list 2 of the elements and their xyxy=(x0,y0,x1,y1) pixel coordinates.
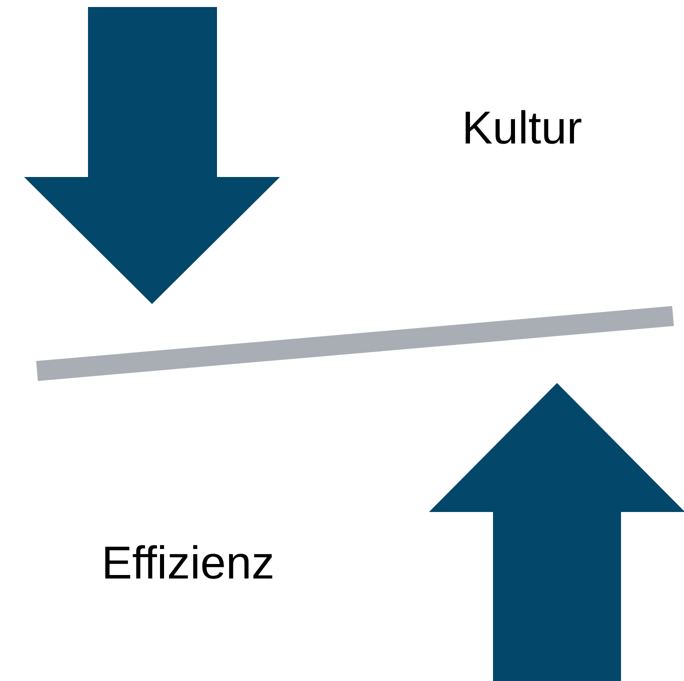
label: Kultur xyxy=(466,110,582,144)
label: Effizienz xyxy=(105,545,272,579)
